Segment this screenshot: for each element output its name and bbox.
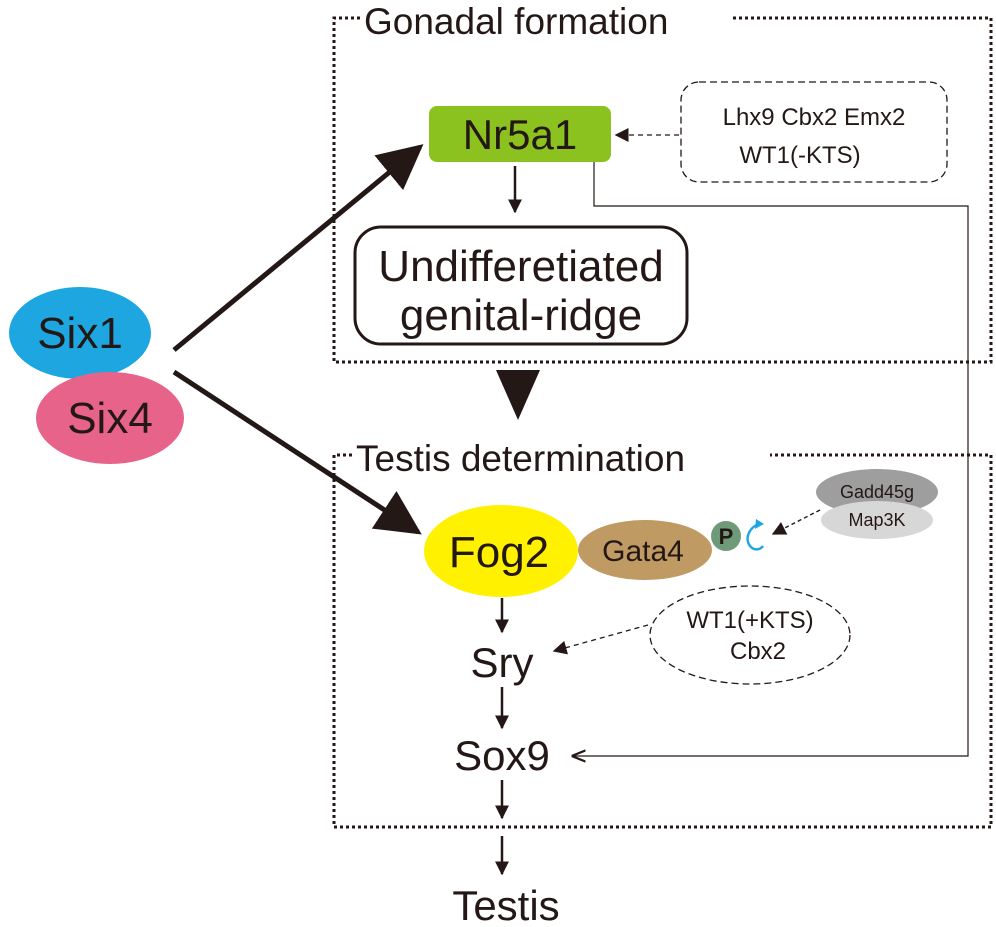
gonadal-formation-title: Gonadal formation	[364, 1, 668, 42]
nr5a1-regulators-line2: WT1(-KTS)	[739, 142, 860, 169]
sry-regulators-line1: WT1(+KTS)	[686, 607, 813, 634]
nr5a1-node	[429, 106, 611, 162]
six4-label: Six4	[67, 394, 153, 443]
six1-label: Six1	[37, 309, 123, 358]
stage-transition-arrow	[496, 370, 540, 420]
six-to-fog2-arrow	[172, 369, 422, 535]
sry-regulators-to-sry-arrow	[552, 624, 649, 655]
sry-label: Sry	[471, 639, 534, 686]
phosphorylation-icon	[746, 522, 764, 551]
six1-node	[9, 287, 151, 379]
testis-label: Testis	[452, 882, 559, 927]
nr5a1-regulators-line1: Lhx9 Cbx2 Emx2	[723, 104, 906, 131]
phosphorylation-arrowhead-icon	[755, 519, 764, 529]
phosphate-label: P	[719, 524, 734, 549]
nr5a1-regulators-box	[680, 81, 948, 183]
gata4-label: Gata4	[602, 535, 684, 568]
phosphate-node	[711, 521, 741, 551]
sox9-label: Sox9	[454, 732, 550, 779]
fog2-label: Fog2	[449, 528, 549, 577]
six-to-nr5a1-arrow	[172, 144, 424, 352]
sry-regulators-ellipse	[649, 585, 851, 685]
genital-ridge-line1: Undifferetiated	[378, 242, 663, 291]
sry-regulators-line2: Cbx2	[730, 638, 786, 665]
nr5a1-to-sox9-connector	[573, 162, 969, 756]
gadd45g-label: Gadd45g	[840, 482, 914, 502]
six4-node	[36, 372, 184, 464]
nr5a1-label: Nr5a1	[463, 111, 577, 158]
genital-ridge-node	[353, 225, 689, 346]
gata4-node	[578, 520, 712, 580]
map3k-node	[821, 501, 933, 539]
fog2-node	[424, 505, 578, 597]
genital-ridge-line2: genital-ridge	[400, 291, 642, 340]
testis-determination-title: Testis determination	[356, 438, 685, 479]
gadd45g-node	[816, 469, 938, 515]
gadd45g-map3k-to-gata4-arrow	[771, 509, 821, 535]
testis-determination-box	[332, 453, 993, 829]
gonadal-formation-box	[332, 16, 993, 364]
map3k-label: Map3K	[848, 510, 905, 530]
